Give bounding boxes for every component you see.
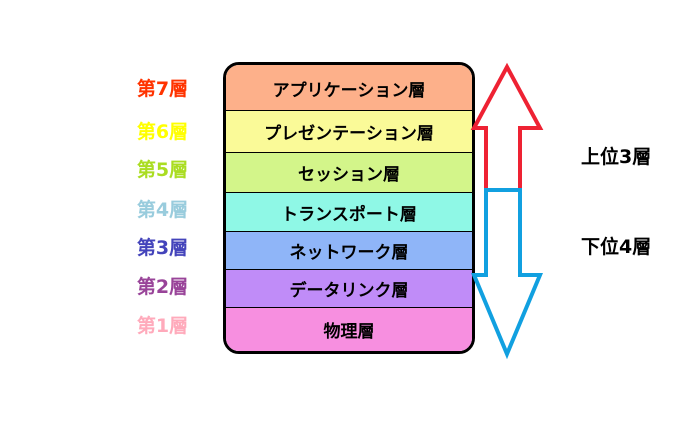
layer-number-3: 第3層	[136, 237, 189, 259]
upper-layers-arrow	[470, 62, 544, 192]
layer-number-5: 第5層	[136, 159, 189, 181]
upper-layers-label: 上位3層	[581, 146, 652, 168]
lower-layers-label: 下位4層	[581, 236, 652, 258]
lower-layers-arrow	[470, 188, 544, 360]
layer-number-4: 第4層	[136, 199, 189, 221]
layer-number-7: 第7層	[136, 78, 189, 100]
layer-number-6: 第6層	[136, 121, 189, 143]
layer-number-1: 第1層	[136, 315, 189, 337]
layer-3: ネットワーク層	[226, 232, 472, 272]
layer-number-2: 第2層	[136, 276, 189, 298]
layer-4: トランスポート層	[226, 193, 472, 234]
osi-layer-stack: アプリケーション層プレゼンテーション層セッション層トランスポート層ネットワーク層…	[223, 62, 475, 354]
layer-1: 物理層	[226, 308, 472, 351]
